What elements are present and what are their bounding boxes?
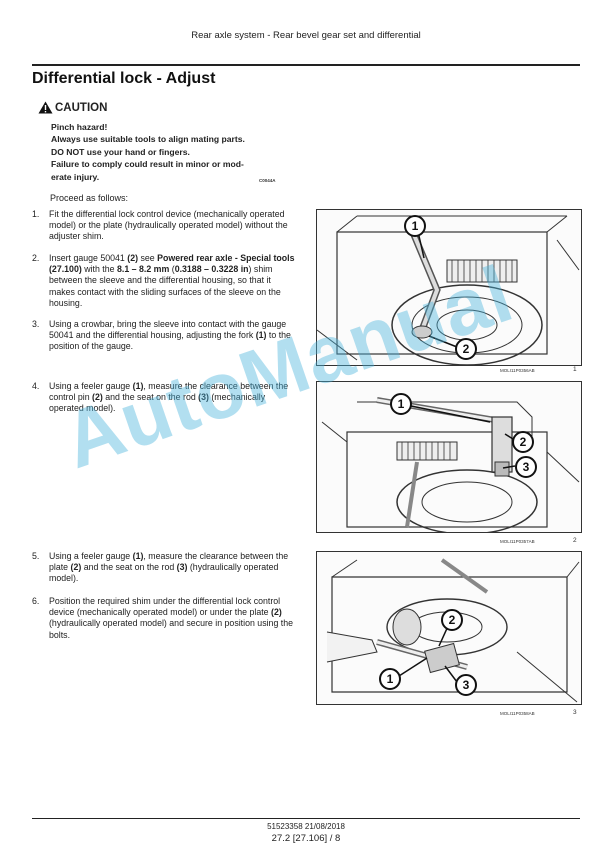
step-text: Insert gauge 50041 (2) see Powered rear …: [49, 253, 295, 308]
footer-document-id: 51523358 21/08/2018: [267, 822, 345, 831]
svg-text:1: 1: [398, 397, 405, 411]
caution-heading: CAUTION: [38, 101, 107, 114]
svg-text:2: 2: [520, 435, 527, 449]
caution-label: CAUTION: [55, 101, 108, 114]
step-3: 3. Using a crowbar, bring the sleeve int…: [32, 319, 296, 353]
header-divider: [32, 64, 580, 66]
caution-line: erate injury.: [51, 171, 100, 182]
step-number: 6.: [32, 596, 40, 606]
svg-text:3: 3: [523, 460, 530, 474]
step-text: Position the required shim under the dif…: [49, 596, 294, 640]
step-text: Using a crowbar, bring the sleeve into c…: [49, 319, 291, 352]
figure-3-illustration: 2 1 3: [316, 551, 582, 705]
step-number: 1.: [32, 209, 40, 219]
warning-triangle-icon: [38, 101, 53, 114]
figure-1-code: MOLI11P0356AB: [500, 368, 535, 373]
step-number: 4.: [32, 381, 40, 391]
footer-divider: [32, 818, 580, 819]
page-header-title: Rear axle system - Rear bevel gear set a…: [191, 30, 421, 41]
step-number: 2.: [32, 253, 40, 263]
callout-1: 1: [404, 215, 426, 237]
figure-3-number: 3: [573, 709, 577, 716]
figure-3-code: MOLI11P0358AB: [500, 711, 535, 716]
callout-2: 2: [455, 338, 477, 360]
figure-2-code: MOLI11P0357AB: [500, 539, 535, 544]
caution-line: Failure to comply could result in minor …: [51, 159, 244, 170]
step-4: 4. Using a feeler gauge (1), measure the…: [32, 381, 296, 415]
caution-code: C0044A: [259, 178, 276, 183]
figure-1-illustration: 1 2: [316, 209, 582, 366]
step-number: 3.: [32, 319, 40, 329]
step-text: Using a feeler gauge (1), measure the cl…: [49, 381, 289, 414]
svg-text:1: 1: [412, 219, 419, 233]
callout-2: 2: [512, 431, 534, 453]
figure-2-illustration: 1 2 3: [316, 381, 582, 533]
step-text: Using a feeler gauge (1), measure the cl…: [49, 551, 289, 584]
callout-1: 1: [390, 393, 412, 415]
caution-message: Pinch hazard! Always use suitable tools …: [51, 121, 291, 183]
svg-text:1: 1: [387, 672, 394, 686]
callout-3: 3: [515, 456, 537, 478]
step-2: 2. Insert gauge 50041 (2) see Powered re…: [32, 253, 296, 309]
section-title: Differential lock - Adjust: [32, 70, 216, 87]
svg-text:2: 2: [449, 613, 456, 627]
callout-3: 3: [455, 674, 477, 696]
footer-page-number: 27.2 [27.106] / 8: [271, 833, 341, 844]
step-1: 1. Fit the differential lock control dev…: [32, 209, 296, 243]
step-number: 5.: [32, 551, 40, 561]
step-5: 5. Using a feeler gauge (1), measure the…: [32, 551, 296, 585]
step-text: Fit the differential lock control device…: [49, 209, 288, 242]
caution-line: DO NOT use your hand or fingers.: [51, 146, 190, 157]
svg-text:3: 3: [463, 678, 470, 692]
figure-1-number: 1: [573, 366, 577, 373]
figure-2-number: 2: [573, 537, 577, 544]
svg-text:2: 2: [463, 342, 470, 356]
callout-2: 2: [441, 609, 463, 631]
callout-1: 1: [379, 668, 401, 690]
intro-text: Proceed as follows:: [50, 193, 129, 203]
caution-line: Pinch hazard!: [51, 122, 108, 132]
caution-line: Always use suitable tools to align matin…: [51, 134, 245, 145]
step-6: 6. Position the required shim under the …: [32, 596, 296, 641]
